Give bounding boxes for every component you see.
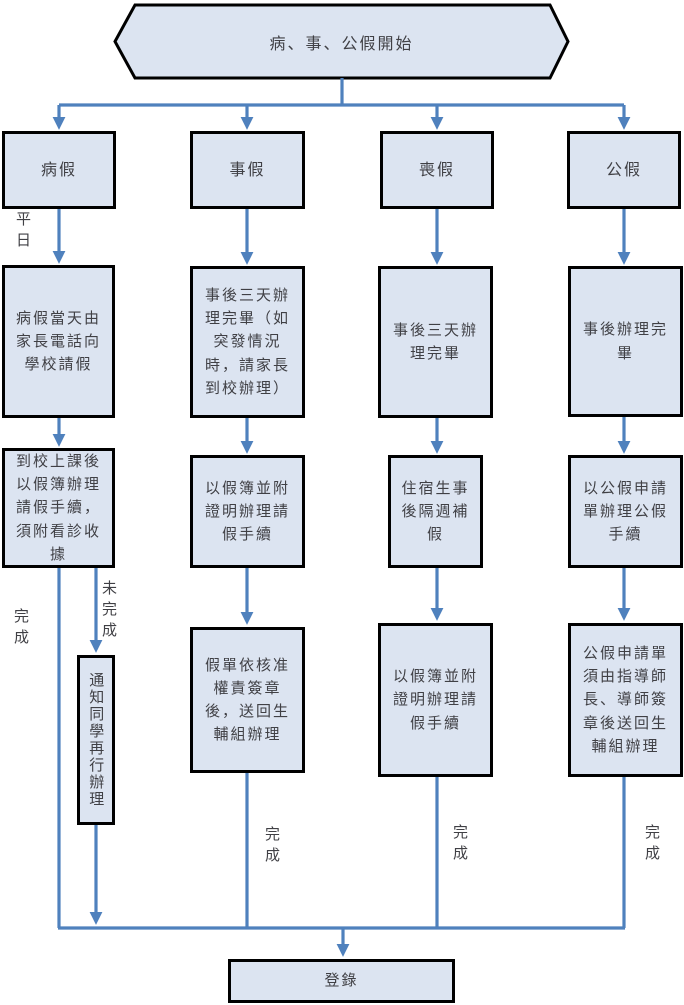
node-personal-leave: 事假 bbox=[190, 131, 305, 209]
node-sick-step-1: 病假當天由家長電話向學校請假 bbox=[2, 265, 115, 418]
row2-to-row3-arrows bbox=[52, 417, 631, 454]
label-complete-sick: 完成 bbox=[12, 608, 30, 650]
node-bereavement-step-3: 以假簿並附證明辦理請假手續 bbox=[378, 623, 493, 777]
node-sick-retry: 通知同學再行辦理 bbox=[77, 655, 115, 825]
label-complete-personal: 完成 bbox=[263, 826, 281, 868]
label-weekday: 平日 bbox=[14, 211, 32, 253]
node-official-step-1: 事後辦理完畢 bbox=[568, 266, 683, 417]
node-official-leave: 公假 bbox=[567, 131, 681, 209]
label-complete-bereavement: 完成 bbox=[451, 824, 469, 866]
node-bereavement-step-2: 住宿生事後隔週補假 bbox=[388, 455, 483, 568]
top-branch-connectors bbox=[52, 78, 631, 130]
node-personal-step-1: 事後三天辦理完畢（如突發情況時，請家長到校辦理） bbox=[190, 266, 305, 418]
node-register: 登錄 bbox=[228, 959, 455, 1003]
node-personal-step-3: 假單依核准權責簽章後，送回生輔組辦理 bbox=[190, 627, 305, 773]
row1-to-row2-arrows bbox=[52, 209, 631, 265]
row3-to-row4-arrows bbox=[240, 568, 631, 625]
bottom-collector-connectors bbox=[58, 773, 626, 957]
node-personal-step-2: 以假簿並附證明辦理請假手續 bbox=[190, 455, 305, 568]
node-official-step-2: 以公假申請單辦理公假手續 bbox=[568, 455, 683, 568]
label-complete-official: 完成 bbox=[643, 824, 661, 866]
label-incomplete-sick: 未完成 bbox=[100, 580, 118, 643]
node-official-step-3: 公假申請單須由指導師長、導師簽章後送回生輔組辦理 bbox=[568, 623, 683, 777]
start-hexagon-shape bbox=[113, 3, 570, 80]
start-node-label: 病、事、公假開始 bbox=[269, 33, 414, 53]
node-sick-step-2: 到校上課後以假簿辦理請假手續，須附看診收據 bbox=[2, 448, 115, 568]
node-bereavement-leave: 喪假 bbox=[380, 131, 494, 209]
node-bereavement-step-1: 事後三天辦理完畢 bbox=[378, 266, 493, 418]
node-sick-leave: 病假 bbox=[2, 131, 116, 209]
sick-leave-branch-connectors bbox=[57, 568, 103, 928]
